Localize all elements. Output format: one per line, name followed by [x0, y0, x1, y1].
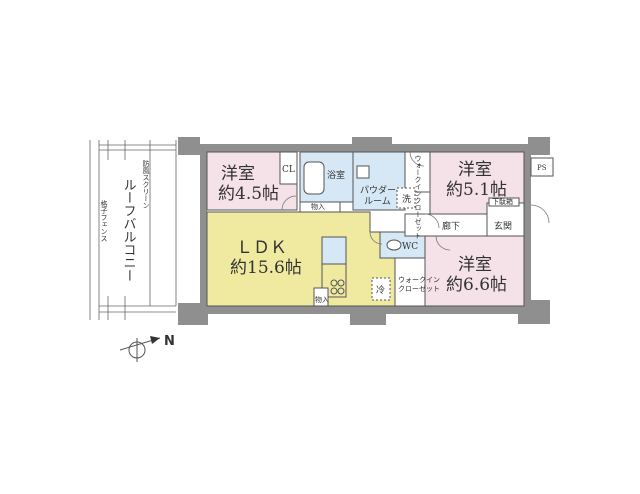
western3-name: 洋室 [458, 255, 492, 275]
bathtub-icon [303, 161, 325, 195]
stove-icon [330, 279, 345, 295]
western2-name: 洋室 [458, 160, 492, 180]
compass-label: N [164, 334, 175, 349]
entrance-label: 玄関 [494, 220, 512, 232]
cl-label: CL [282, 165, 295, 175]
bath-label: 浴室 [327, 169, 345, 181]
fence-label: 格子フェンス [100, 199, 108, 242]
ps-shaft [530, 157, 554, 177]
door-swings [281, 151, 550, 251]
wc-label: WC [402, 242, 418, 252]
balcony-label: ルーフバルコニー [121, 178, 137, 282]
powder-label-2: ルーム [364, 196, 391, 207]
powder-label-1: パウダー [360, 184, 396, 196]
walkin-small-label: ウォークインクローゼット [414, 155, 422, 239]
ldk-size: 約15.6帖 [230, 258, 302, 278]
walkin-closet-main [394, 257, 426, 307]
shoes-label: 下駄箱 [492, 197, 513, 206]
storage-label: 物入 [311, 202, 325, 211]
ldk-name: ＬＤＫ [236, 238, 287, 258]
sink-icon [356, 165, 370, 179]
fridge-space [371, 277, 391, 301]
shoe-cabinet [488, 197, 520, 207]
storage-strip [299, 201, 341, 213]
walkin-label-2: クローゼット [398, 284, 440, 293]
fridge-label: 冷 [376, 284, 385, 296]
wash-label: 洗 [402, 193, 411, 205]
storage2-label: 物入 [315, 295, 329, 304]
storage-under-stairs [313, 287, 329, 307]
closet-cl [279, 151, 298, 185]
western1-size: 約4.5帖 [218, 184, 279, 204]
washer-space [396, 187, 416, 209]
walkin-label-1: ウォークイン [398, 276, 440, 284]
powder-room [352, 151, 406, 211]
walkin-closet-small [404, 151, 431, 193]
compass-icon [119, 336, 161, 362]
screen-label: 防風スクリーン [142, 159, 150, 209]
ps-label: PS [537, 164, 547, 172]
outer-walls [178, 137, 550, 325]
corridor-label: 廊下 [442, 220, 460, 232]
western3-size: 約6.6帖 [446, 275, 507, 295]
entrance [486, 202, 525, 237]
western2-size: 約5.1帖 [446, 180, 507, 200]
western1-name: 洋室 [221, 164, 255, 184]
roof-balcony [89, 140, 177, 320]
toilet-icon [386, 239, 402, 251]
